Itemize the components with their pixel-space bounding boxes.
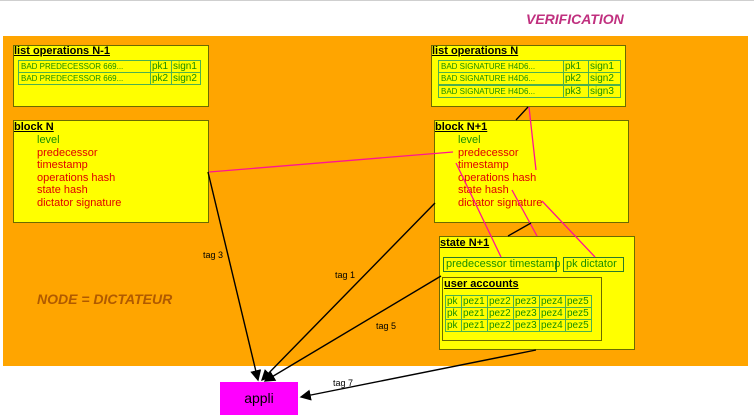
state-n1-header: state N+1: [440, 237, 490, 249]
block-n-field-level: level: [37, 134, 60, 146]
ops-n-row-sign: sign2: [588, 72, 621, 85]
ops-prev-row-sign: sign2: [171, 72, 201, 85]
diagram-title: VERIFICATION: [526, 11, 624, 27]
state-pk-dictator: pk dictator: [563, 257, 624, 272]
block-n-header: block N: [14, 121, 54, 133]
tag-3-label: tag 3: [203, 250, 224, 260]
tag-3-arrow: [207, 171, 262, 382]
block-n-field-operations-hash: operations hash: [37, 172, 116, 184]
tag-1-label: tag 1: [335, 270, 356, 280]
tag-5-arrow: [263, 275, 442, 382]
connector-ops-to-block: [515, 106, 529, 121]
appli-box: appli: [220, 382, 298, 415]
block-n1: [434, 120, 629, 223]
block-n1-header: block N+1: [435, 121, 488, 133]
state-predecessor-timestamp: predecessor timestamp: [443, 257, 560, 272]
user-accounts-header: user accounts: [444, 278, 519, 290]
block-n1-field-level: level: [458, 134, 481, 146]
user-accounts: [442, 277, 602, 341]
link-signature-to-pk-dictator: [541, 200, 596, 258]
block-n: [13, 120, 209, 223]
block-n1-field-predecessor: predecessor: [458, 147, 519, 159]
tag-7-arrow: [299, 349, 537, 401]
tag-5-label: tag 5: [376, 321, 397, 331]
link-timestamp-to-state: [455, 162, 502, 258]
tag-7-label: tag 7: [333, 378, 354, 388]
link-predecessor-to-block-n: [208, 151, 454, 173]
block-n-field-timestamp: timestamp: [37, 159, 88, 171]
link-state-hash-to-state: [511, 189, 538, 237]
ops-n-row-sign: sign3: [588, 85, 621, 98]
block-n-field-dictator-signature: dictator signature: [37, 197, 122, 209]
ops-list-n-header: list operations N: [432, 45, 519, 57]
block-n-field-predecessor: predecessor: [37, 147, 98, 159]
block-n1-field-operations-hash: operations hash: [458, 172, 537, 184]
node-label: NODE = DICTATEUR: [37, 291, 173, 307]
top-divider: [0, 0, 754, 1]
ops-list-n: [431, 45, 626, 107]
account-pez: pez5: [565, 319, 592, 332]
tag-1-arrow: [261, 202, 436, 382]
block-n1-field-timestamp: timestamp: [458, 159, 509, 171]
connector-block-to-state: [507, 222, 532, 237]
link-ops-hash-to-ops-list: [528, 106, 537, 171]
ops-list-prev: [13, 45, 209, 107]
ops-list-prev-header: list operations N-1: [14, 45, 110, 57]
block-n-field-state-hash: state hash: [37, 184, 88, 196]
